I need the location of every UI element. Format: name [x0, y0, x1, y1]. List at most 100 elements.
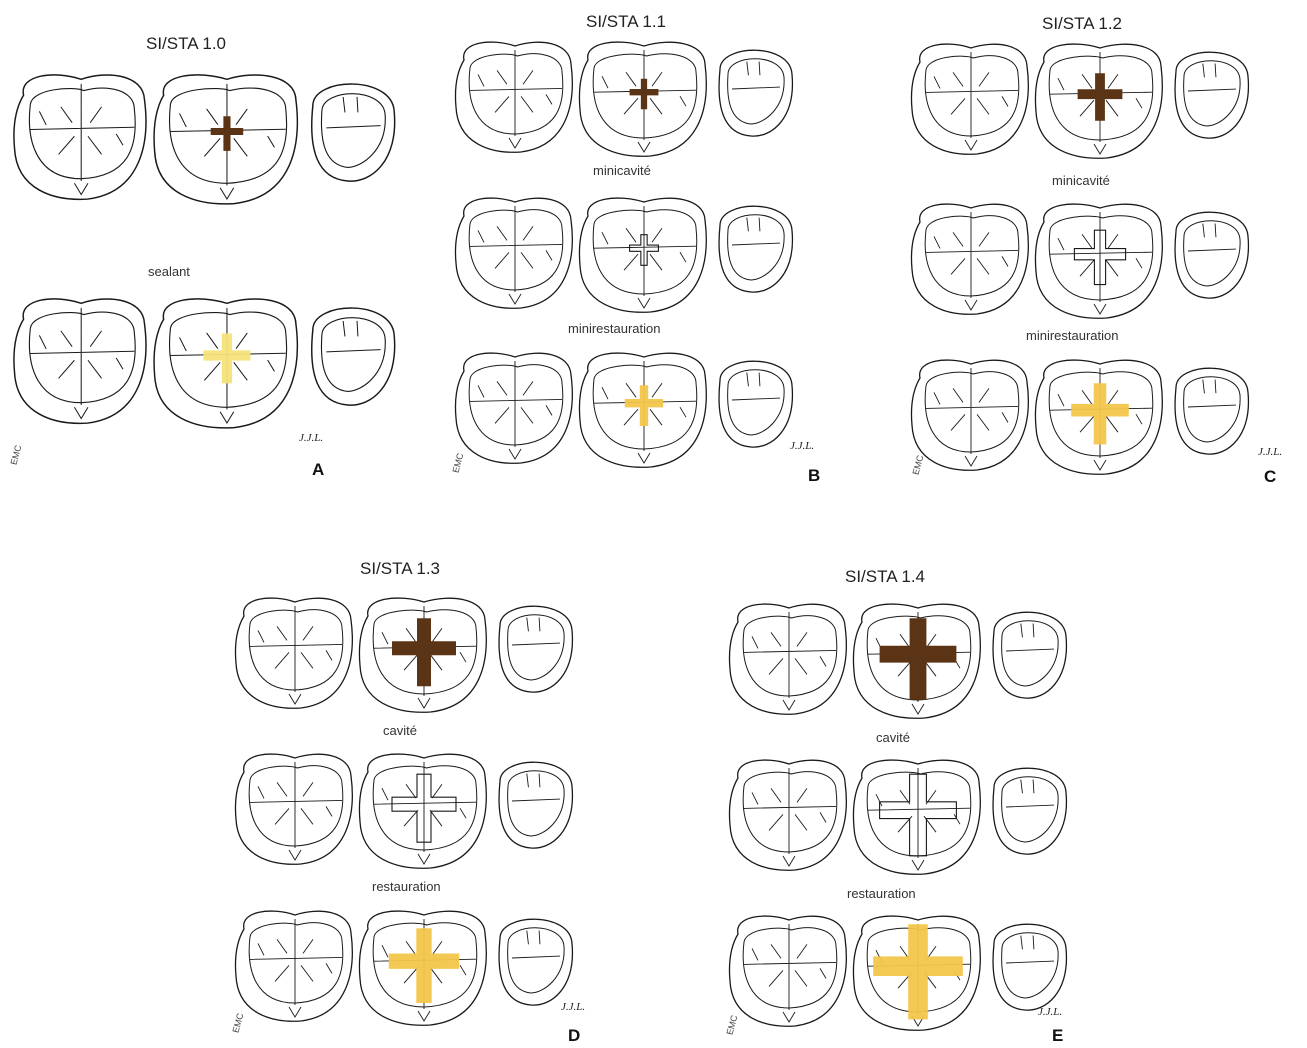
- tooth-row: [728, 603, 1068, 719]
- second-molar-occlusal: [1048, 371, 1154, 457]
- author-signature: J.J.L.: [790, 440, 815, 452]
- second-molar-fissures: [373, 762, 477, 865]
- premolar: [311, 307, 396, 406]
- first-molar: [728, 759, 847, 871]
- premolar-fissures: [1005, 935, 1055, 964]
- first-molar-occlusal: [28, 87, 136, 180]
- second-molar: [578, 197, 707, 313]
- second-molar-occlusal: [372, 922, 478, 1008]
- first-molar-fissures: [469, 50, 563, 149]
- second-molar: [578, 352, 707, 468]
- premolar: [498, 918, 574, 1006]
- stage-label: cavité: [383, 723, 417, 738]
- panel-title: SI/STA 1.1: [586, 12, 667, 31]
- second-molar: [153, 74, 299, 205]
- stage-label: minirestauration: [568, 321, 661, 336]
- panel-title: SI/STA 1.3: [360, 559, 441, 578]
- premolar: [1174, 367, 1250, 455]
- second-molar-occlusal: [592, 53, 698, 139]
- first-molar-fissures: [743, 768, 837, 867]
- premolar-occlusal: [507, 927, 565, 994]
- premolar-occlusal: [727, 369, 785, 436]
- tooth-group: [234, 597, 574, 713]
- second-molar-occlusal: [866, 615, 972, 701]
- first-molar-fissures: [249, 606, 343, 705]
- first-molar-fissures: [743, 924, 837, 1023]
- premolar-fissures: [326, 96, 381, 129]
- premolar-fissures: [731, 372, 781, 401]
- tooth-group: [728, 759, 1068, 875]
- emc-logo: EMC: [8, 444, 24, 466]
- tooth-row: [454, 41, 794, 157]
- premolar-occlusal: [507, 770, 565, 837]
- stage-label: minirestauration: [1026, 328, 1119, 343]
- stage-label: minicavité: [1052, 173, 1110, 188]
- tooth-group: [454, 197, 794, 313]
- premolar-fissures: [731, 61, 781, 90]
- panel-letter: B: [808, 466, 821, 485]
- first-molar-fissures: [249, 919, 343, 1018]
- lesion-cavity: [391, 773, 457, 843]
- premolar-fissures: [1187, 379, 1237, 408]
- tooth-row: [910, 43, 1250, 159]
- premolar: [498, 761, 574, 849]
- premolar: [718, 205, 794, 293]
- lesion-caries: [392, 618, 456, 687]
- panel-title: SI/STA 1.0: [146, 34, 227, 53]
- first-molar: [910, 43, 1029, 155]
- second-molar: [358, 910, 487, 1026]
- first-molar: [728, 603, 847, 715]
- first-molar: [454, 41, 573, 153]
- first-molar: [454, 197, 573, 309]
- premolar-occlusal: [1001, 932, 1059, 999]
- tooth-row: [910, 203, 1250, 319]
- tooth-row: [234, 753, 574, 869]
- first-molar: [13, 74, 147, 201]
- tooth-row: [13, 298, 396, 429]
- stage-label: restauration: [847, 886, 916, 901]
- panel-letter: A: [312, 460, 325, 479]
- author-signature: J.J.L.: [561, 1001, 586, 1013]
- premolar-fissures: [511, 773, 561, 802]
- premolar: [1174, 211, 1250, 299]
- tooth-row: [454, 197, 794, 313]
- second-molar-occlusal: [169, 311, 288, 408]
- premolar: [718, 49, 794, 137]
- first-molar-occlusal: [924, 371, 1020, 453]
- first-molar: [910, 203, 1029, 315]
- tooth-row: [910, 359, 1250, 475]
- first-molar-occlusal: [248, 609, 344, 691]
- lesion-caries: [210, 116, 244, 151]
- stage-label: sealant: [148, 264, 190, 279]
- premolar: [311, 83, 396, 182]
- second-molar-occlusal: [592, 364, 698, 450]
- premolar: [992, 767, 1068, 855]
- second-molar-occlusal: [169, 87, 288, 184]
- tooth-group: [728, 603, 1068, 719]
- first-molar-fissures: [743, 612, 837, 711]
- second-molar: [1034, 359, 1163, 475]
- lesion-caries: [1077, 73, 1123, 121]
- tooth-group: [13, 74, 396, 205]
- panel-title: SI/STA 1.2: [1042, 14, 1123, 33]
- author-signature: J.J.L.: [299, 432, 324, 444]
- lesion-caries: [879, 618, 957, 700]
- panel-title: SI/STA 1.4: [845, 567, 926, 586]
- second-molar-occlusal: [866, 771, 972, 857]
- tooth-group: [910, 43, 1250, 159]
- tooth-row: [234, 910, 574, 1026]
- first-molar-fissures: [925, 52, 1019, 151]
- first-molar-occlusal: [468, 209, 564, 291]
- tooth-row: [454, 352, 794, 468]
- first-molar-occlusal: [742, 771, 838, 853]
- stage-label: minicavité: [593, 163, 651, 178]
- second-molar: [578, 41, 707, 157]
- lesion-restoration: [1071, 383, 1129, 445]
- second-molar: [852, 603, 981, 719]
- second-molar: [852, 915, 981, 1031]
- premolar-fissures: [511, 617, 561, 646]
- premolar-occlusal: [1183, 60, 1241, 127]
- second-molar: [1034, 203, 1163, 319]
- second-molar: [358, 597, 487, 713]
- tooth-row: [728, 915, 1068, 1031]
